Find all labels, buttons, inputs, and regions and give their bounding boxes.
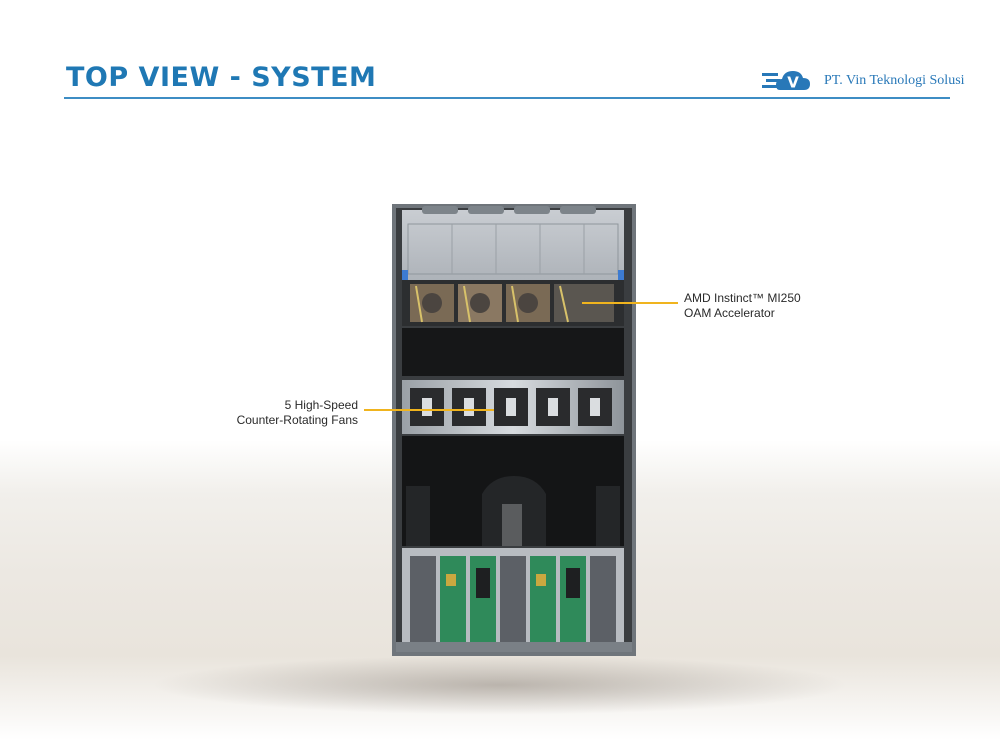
- callout-line-fans: [364, 409, 494, 411]
- callout-label-fans: 5 High-Speed Counter-Rotating Fans: [237, 398, 358, 428]
- slide-title: TOP VIEW - SYSTEM: [66, 62, 377, 93]
- server-top-view: [392, 204, 636, 656]
- company-logo: V PT. Vin Teknologi Solusi: [760, 64, 990, 98]
- callout-fans-line1: 5 High-Speed: [284, 398, 358, 412]
- callout-label-accelerator: AMD Instinct™ MI250 OAM Accelerator: [684, 291, 801, 321]
- callout-fans-line2: Counter-Rotating Fans: [236, 413, 358, 427]
- title-underline: [64, 97, 950, 99]
- callout-line-accelerator: [582, 302, 678, 304]
- logo-mark-letter: V: [787, 74, 799, 92]
- server-chassis-photo: [392, 204, 636, 656]
- company-name: PT. Vin Teknologi Solusi: [824, 73, 965, 88]
- callout-accelerator-line1: AMD Instinct™ MI250: [684, 291, 801, 305]
- floor-shadow: [150, 655, 850, 715]
- front-bay-panel: [402, 210, 624, 280]
- air-shroud-top: [402, 328, 624, 376]
- callout-accelerator-line2: OAM Accelerator: [684, 306, 775, 320]
- speed-cloud-v-logo-icon: V: [762, 71, 810, 92]
